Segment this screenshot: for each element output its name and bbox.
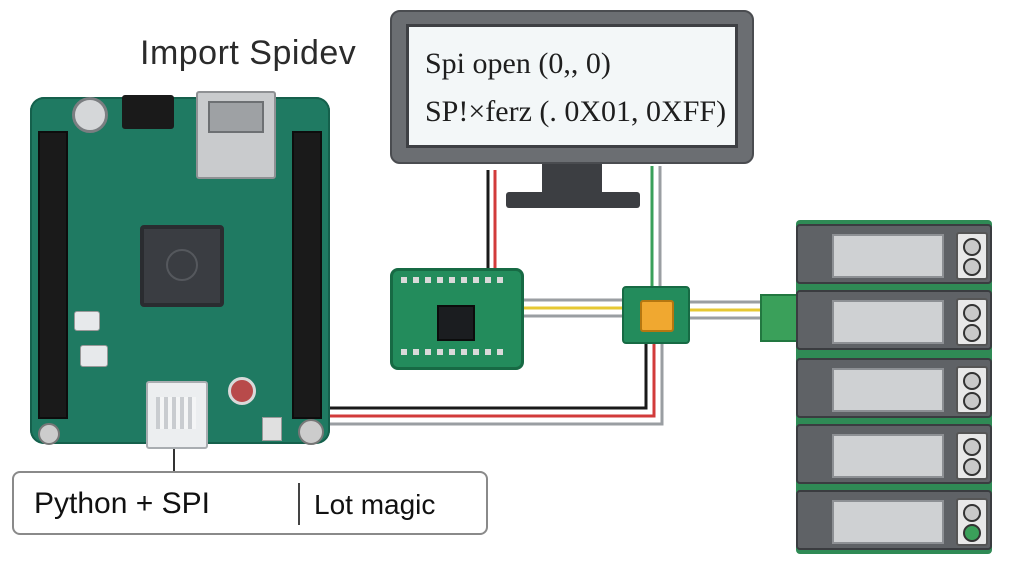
mounting-hole xyxy=(38,423,60,445)
gpio-header-right xyxy=(292,131,322,419)
button xyxy=(74,311,100,331)
monitor-stand xyxy=(542,164,602,194)
pin-row xyxy=(401,277,509,283)
relay-5 xyxy=(796,490,992,550)
level-shifter-module xyxy=(622,286,690,344)
caption-left: Python + SPI xyxy=(34,487,210,520)
spi-chip xyxy=(437,305,475,341)
wire-black xyxy=(318,338,648,410)
monitor: Spi open (0,, 0) SP!×ferz (. 0X01, 0XFF) xyxy=(390,10,754,164)
power-connector xyxy=(122,95,174,129)
wire-gray xyxy=(318,338,664,426)
audio-jack xyxy=(72,97,108,133)
wire-red xyxy=(318,338,656,418)
caption-right: Lot magic xyxy=(314,489,436,520)
button xyxy=(80,345,108,367)
pin-row xyxy=(401,349,509,355)
import-spidev-text: Import Spidev xyxy=(140,34,357,72)
gpio-header-left xyxy=(38,131,68,419)
caption-divider xyxy=(298,483,300,525)
cpu-chip xyxy=(140,225,224,307)
warning-icon xyxy=(640,300,674,332)
code-line-2: SP!×ferz (. 0X01, 0XFF) xyxy=(425,95,727,128)
usb-port xyxy=(146,381,208,449)
connector xyxy=(262,417,282,441)
raspberry-pi-board xyxy=(30,91,330,449)
ethernet-port xyxy=(196,91,276,179)
mounting-hole xyxy=(298,419,324,445)
monitor-base xyxy=(506,192,640,208)
potentiometer xyxy=(228,377,256,405)
monitor-screen: Spi open (0,, 0) SP!×ferz (. 0X01, 0XFF) xyxy=(406,24,738,148)
caption-box: Python + SPI Lot magic xyxy=(12,471,488,535)
relay-2 xyxy=(796,290,992,350)
relay-3 xyxy=(796,358,992,418)
relay-1 xyxy=(796,224,992,284)
code-line-1: Spi open (0,, 0) xyxy=(425,47,611,80)
spi-module xyxy=(390,268,524,370)
relay-4 xyxy=(796,424,992,484)
